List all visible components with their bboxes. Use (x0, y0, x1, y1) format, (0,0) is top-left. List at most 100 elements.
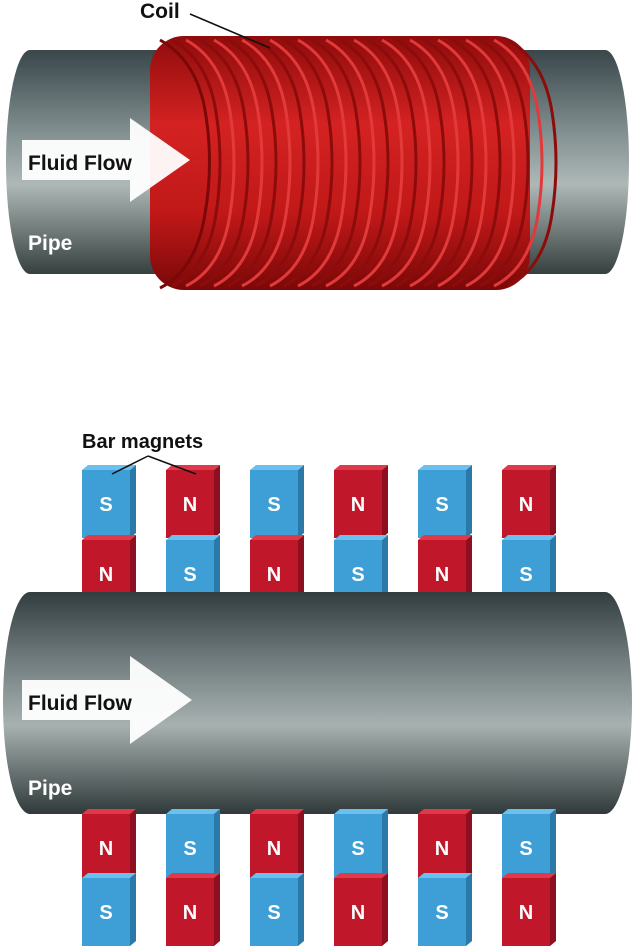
coil-winding (339, 38, 390, 288)
coil-winding (325, 38, 376, 288)
coil-winding (507, 38, 558, 288)
coil-winding (227, 38, 278, 288)
coil-body (150, 36, 530, 290)
magnet-face-side (214, 535, 220, 608)
coil-winding (171, 38, 222, 288)
magnet-pole-label: N (435, 564, 449, 586)
magnet-pole-label: N (99, 564, 113, 586)
magnet-face-top (250, 535, 304, 540)
magnet-face-front (250, 878, 298, 946)
bar-magnets-label: Bar magnets (82, 431, 203, 453)
magnet-pole-label: N (267, 838, 281, 860)
magnet-face-front (502, 470, 550, 538)
magnet-face-side (298, 873, 304, 946)
coil-winding (395, 38, 446, 288)
magnet-face-side (550, 873, 556, 946)
magnet-face-side (382, 873, 388, 946)
magnet-pole-label: N (183, 494, 197, 516)
magnet-face-top (334, 873, 388, 878)
magnet-pole-label: N (519, 494, 533, 516)
coil-winding (353, 38, 404, 288)
coil-winding (479, 38, 530, 288)
magnet-face-top (502, 873, 556, 878)
magnet-face-top (502, 465, 556, 470)
magnet-face-front (166, 878, 214, 946)
magnet-pole-label: N (99, 838, 113, 860)
magnet-face-side (466, 465, 472, 538)
bottom-pipe-label: Pipe (28, 777, 72, 800)
magnet-face-front (82, 814, 130, 882)
coil-label: Coil (140, 0, 180, 23)
magnet-pole-label: S (99, 494, 112, 516)
magnet-face-side (466, 809, 472, 882)
magnet-face-top (334, 535, 388, 540)
magnet-face-top (166, 465, 220, 470)
magnet-face-top (418, 809, 472, 814)
coil-winding (437, 38, 488, 288)
magnet-face-side (382, 465, 388, 538)
magnet-lower-block: N (166, 873, 220, 946)
magnet-face-top (166, 809, 220, 814)
magnet-upper-block: N (82, 809, 136, 882)
magnet-face-top (418, 465, 472, 470)
bar-magnets-leader-2 (147, 455, 197, 475)
magnet-upper-block: N (418, 809, 472, 882)
top-pipe-label: Pipe (28, 232, 72, 255)
magnet-face-top (334, 809, 388, 814)
magnet-face-front (166, 470, 214, 538)
coil-winding (269, 38, 320, 288)
top-pipe-group: Fluid Flow Pipe Coil (6, 0, 629, 290)
magnet-lower-block: N (334, 873, 388, 946)
magnet-face-side (550, 465, 556, 538)
magnet-face-front (334, 878, 382, 946)
magnet-face-side (214, 873, 220, 946)
magnet-upper-block: N (166, 465, 220, 538)
magnet-pole-label: S (99, 902, 112, 924)
magnet-face-front (82, 470, 130, 538)
coil-winding (381, 38, 432, 288)
coil-winding (283, 38, 334, 288)
coil-winding (297, 38, 348, 288)
magnet-face-side (550, 809, 556, 882)
magnet-face-side (130, 465, 136, 538)
magnet-upper-block: S (502, 809, 556, 882)
magnet-face-front (502, 814, 550, 882)
magnet-face-front (418, 878, 466, 946)
magnet-pole-label: S (519, 564, 532, 586)
coil-winding (451, 38, 502, 288)
magnet-face-top (502, 535, 556, 540)
magnet-face-front (334, 814, 382, 882)
magnet-lower-block: N (502, 873, 556, 946)
magnet-face-front (334, 470, 382, 538)
top-flow-arrow-icon (22, 118, 190, 202)
magnet-upper-block: S (334, 809, 388, 882)
magnet-upper-block: S (82, 465, 136, 538)
coil-winding (185, 38, 236, 288)
coil-winding (199, 38, 250, 288)
magnet-face-front (502, 878, 550, 946)
magnet-pole-label: S (267, 902, 280, 924)
magnet-upper-block: N (334, 465, 388, 538)
magnet-face-front (250, 814, 298, 882)
magnet-face-top (334, 465, 388, 470)
magnet-face-side (130, 535, 136, 608)
magnet-face-top (166, 535, 220, 540)
magnet-lower-block: S (82, 873, 136, 946)
magnet-pole-label: N (351, 902, 365, 924)
top-flow-label: Fluid Flow (28, 152, 132, 175)
magnet-face-side (130, 873, 136, 946)
magnet-face-front (418, 470, 466, 538)
magnet-pole-label: N (351, 494, 365, 516)
bottom-flow-label: Fluid Flow (28, 692, 132, 715)
coil-winding (493, 38, 544, 288)
magnet-pole-label: S (351, 564, 364, 586)
bottom-pipe-body (3, 592, 632, 814)
magnet-face-side (298, 535, 304, 608)
coil-winding (367, 38, 418, 288)
magnet-face-top (418, 535, 472, 540)
magnet-pole-label: S (351, 838, 364, 860)
magnet-lower-block: S (418, 873, 472, 946)
